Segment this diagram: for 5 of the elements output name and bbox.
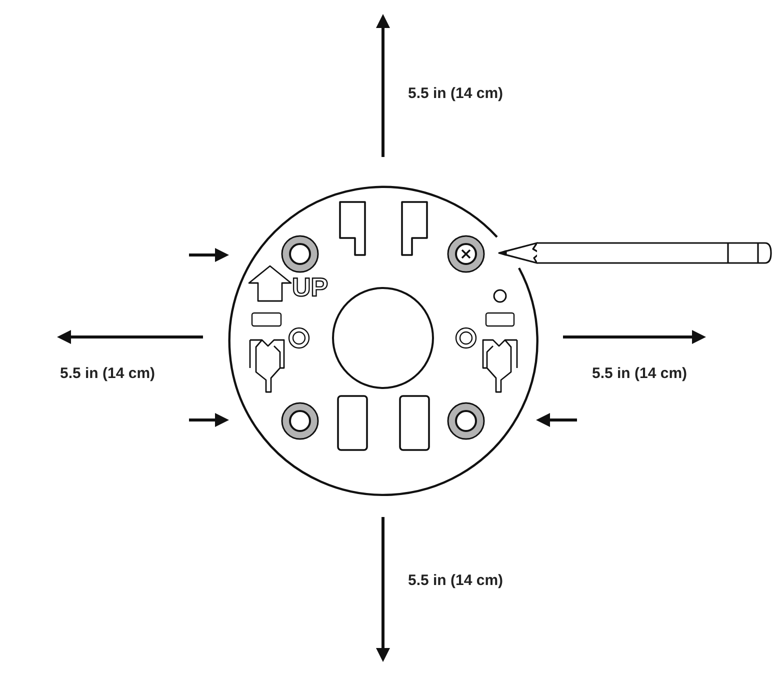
up-marking: UP: [292, 272, 328, 302]
dimension-label: 5.5 in (14 cm): [408, 571, 504, 591]
dimension-label: 5.5 in (14 cm): [408, 84, 504, 104]
dimension-label: 5.5 in (14 cm): [60, 364, 156, 384]
dimension-label: 5.5 in (14 cm): [592, 364, 688, 384]
